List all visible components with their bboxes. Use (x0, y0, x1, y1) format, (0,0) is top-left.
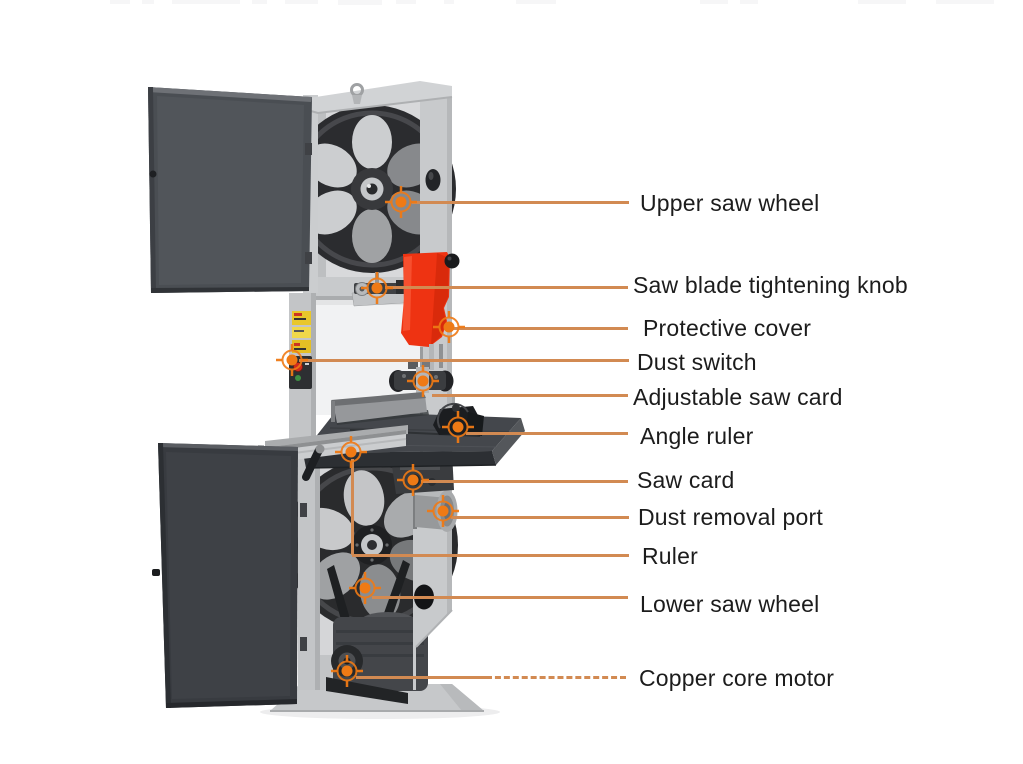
table-right-edge (492, 418, 525, 465)
lock-lever (302, 446, 323, 481)
label-saw-blade-tightening-knob: Saw blade tightening knob (633, 271, 908, 298)
protective-cover (401, 252, 460, 347)
marker-saw-blade-tightening-knob (359, 270, 395, 306)
leader-line-protective-cover (453, 326, 628, 330)
top-crop-artifacts (110, 0, 994, 5)
marker-saw-card (395, 462, 431, 498)
leader-line-saw-blade-tightening-knob (385, 285, 628, 289)
upper-door-latch (149, 170, 157, 178)
leader-line-dust-switch (299, 358, 629, 362)
marker-lower-saw-wheel (347, 570, 383, 606)
marker-ruler (333, 434, 369, 470)
warning-stickers (292, 311, 311, 353)
marker-angle-ruler (440, 409, 476, 445)
marker-upper-saw-wheel (383, 184, 419, 220)
leader-line-adjustable-saw-card (432, 393, 628, 397)
marker-adjustable-saw-card (405, 363, 441, 399)
label-ruler: Ruler (642, 542, 698, 569)
lower-door-latch (152, 569, 160, 576)
label-saw-card: Saw card (637, 466, 735, 493)
leader-line-copper-core-motor-2 (486, 675, 626, 679)
label-copper-core-motor: Copper core motor (639, 664, 835, 691)
leader-line-ruler-1 (350, 459, 354, 555)
lower-door (152, 443, 298, 708)
label-protective-cover: Protective cover (643, 314, 812, 341)
rip-fence (331, 392, 429, 425)
leader-line-dust-removal-port (451, 515, 629, 519)
leader-line-lower-saw-wheel (372, 595, 628, 599)
marker-dust-switch (274, 342, 310, 378)
marker-copper-core-motor (329, 653, 365, 689)
leader-line-angle-ruler (466, 431, 628, 435)
label-lower-saw-wheel: Lower saw wheel (640, 590, 820, 617)
leader-line-ruler-2 (352, 553, 629, 557)
upper-door (148, 87, 312, 293)
marker-protective-cover (431, 309, 467, 345)
lower-door-hinges (300, 503, 307, 651)
label-adjustable-saw-card: Adjustable saw card (633, 383, 843, 410)
marker-dust-removal-port (425, 493, 461, 529)
leader-line-copper-core-motor-1 (356, 675, 486, 679)
label-dust-switch: Dust switch (637, 348, 757, 375)
upper-door-hinges (305, 143, 312, 264)
label-dust-removal-port: Dust removal port (638, 503, 823, 530)
label-angle-ruler: Angle ruler (640, 422, 754, 449)
leader-line-upper-saw-wheel (412, 200, 629, 204)
ruler-rails (258, 425, 408, 481)
label-upper-saw-wheel: Upper saw wheel (640, 189, 820, 216)
leader-line-saw-card (421, 479, 628, 483)
